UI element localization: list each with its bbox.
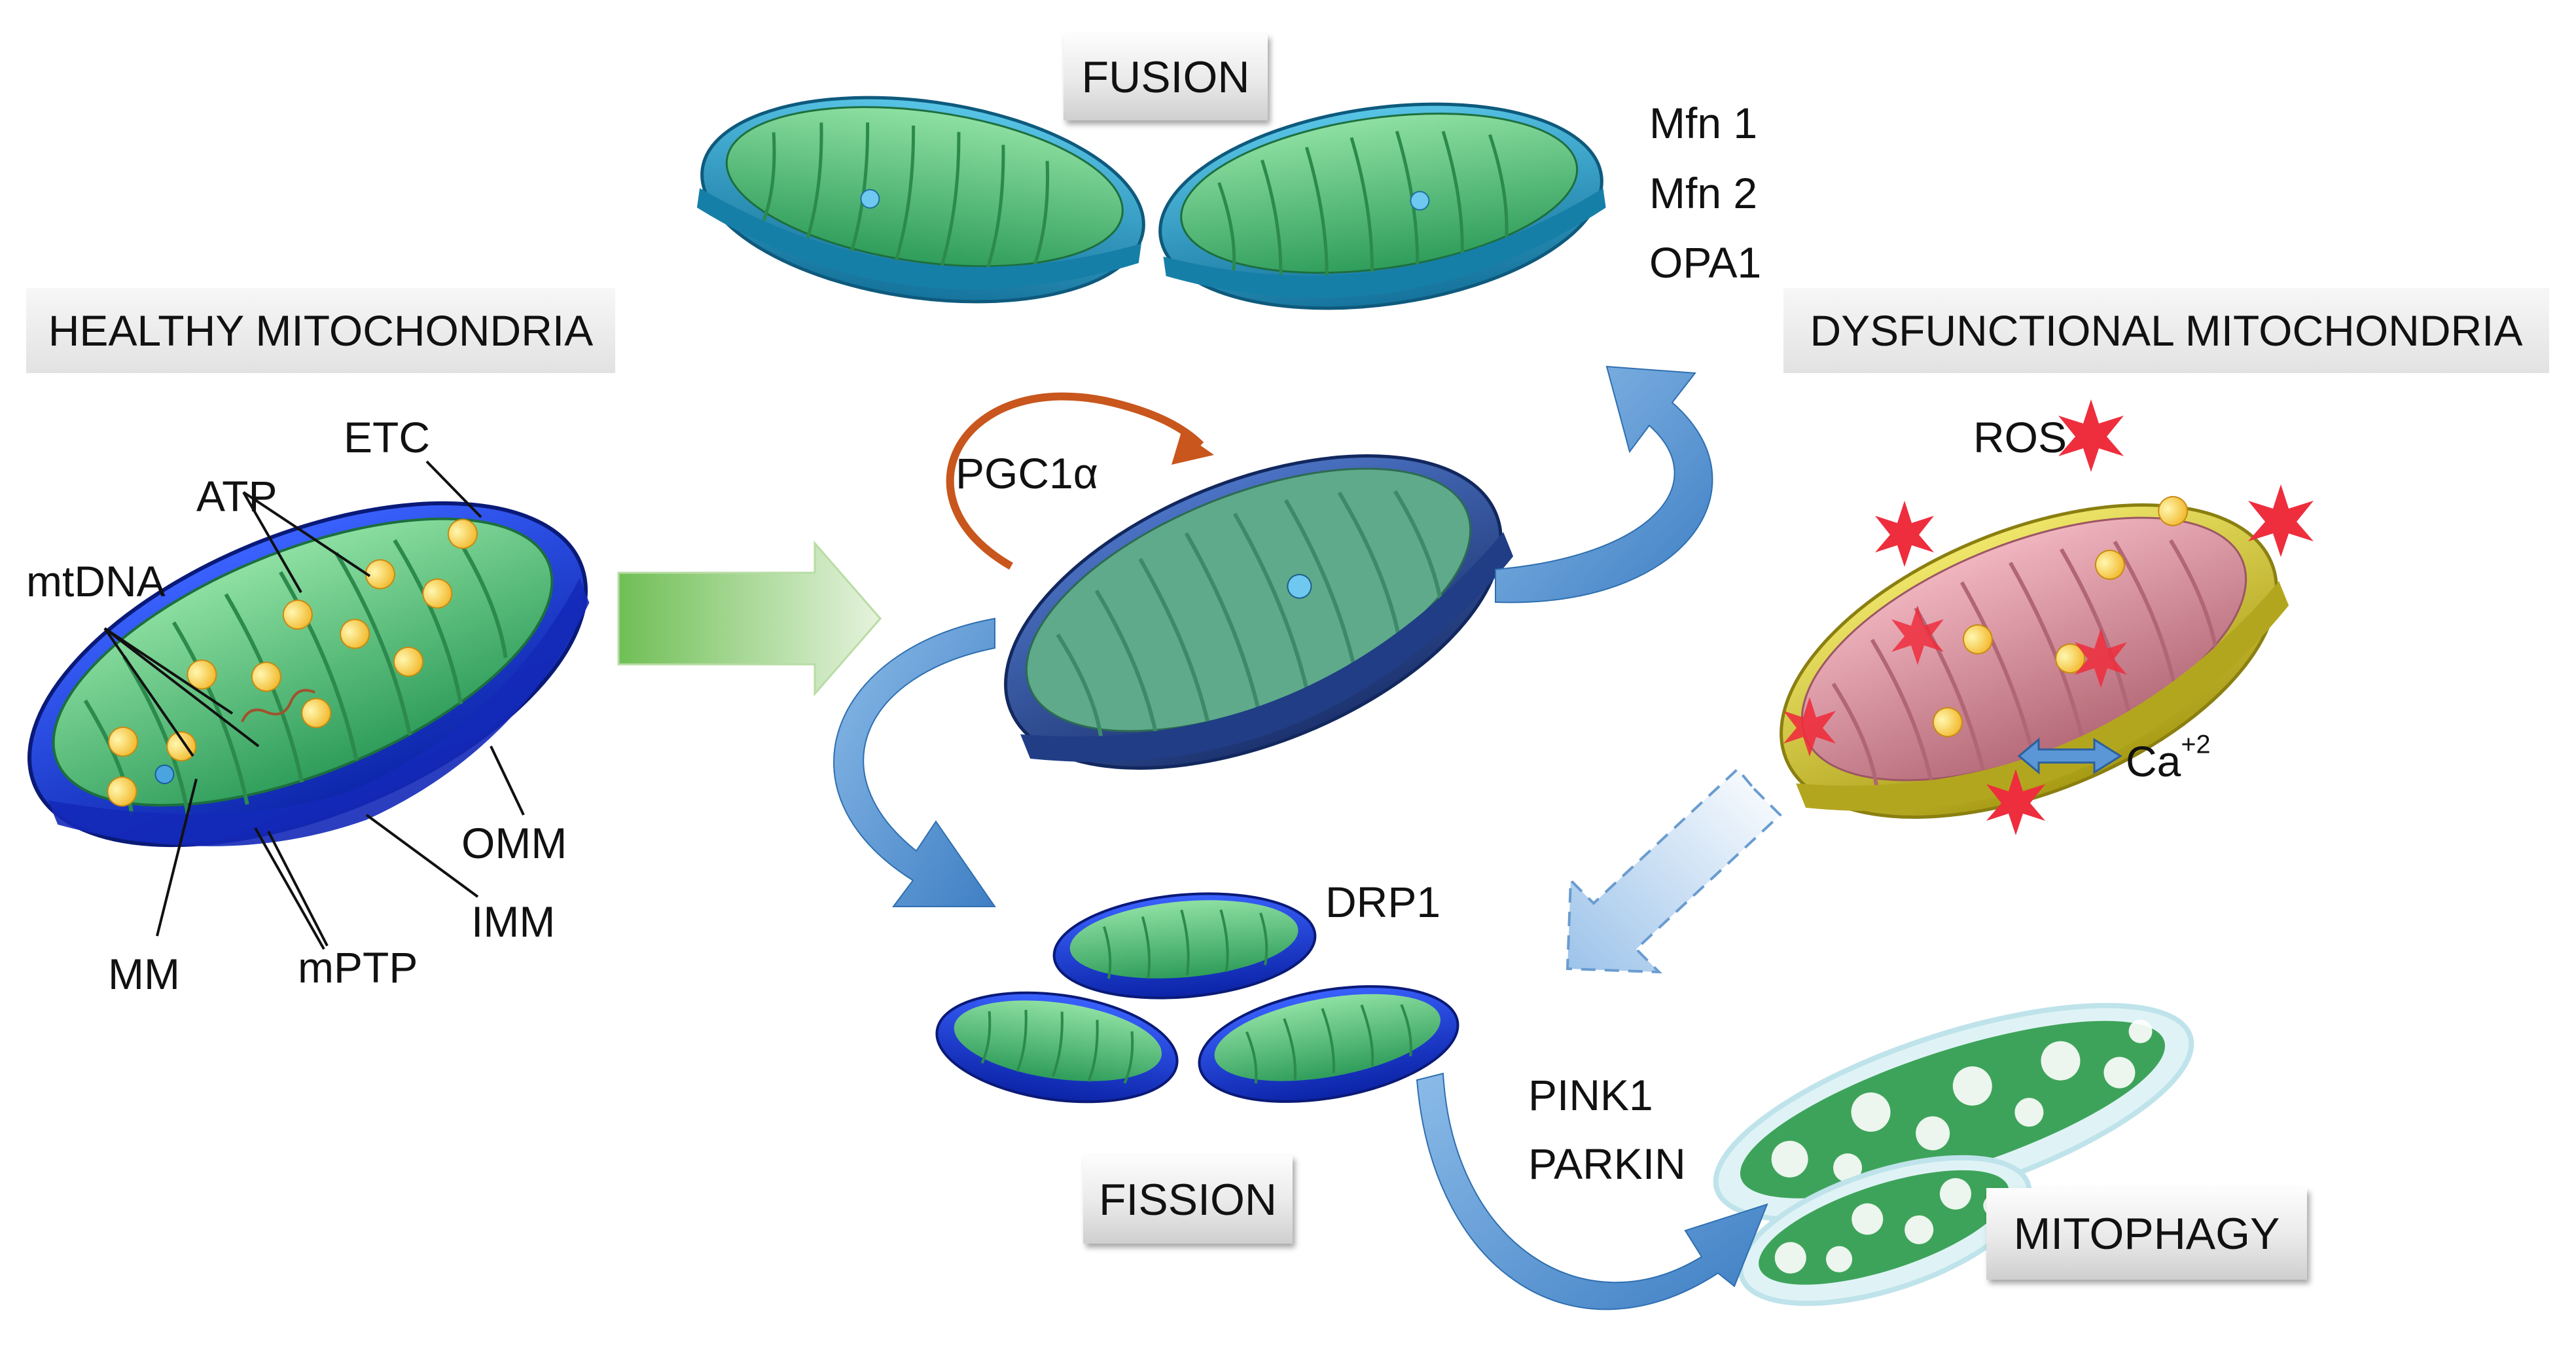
calcium-label: Ca+2 (2126, 732, 2211, 785)
mitophagy-arrow (1416, 1072, 1768, 1310)
omm-label: OMM (461, 819, 567, 867)
ros-star (1891, 605, 1944, 665)
fission-mitochondrion-top (1052, 892, 1317, 1000)
annotation-lines (103, 460, 525, 950)
calcium-double-arrow (2017, 737, 2122, 775)
fusion-mitochondrion-right (1158, 102, 1606, 310)
pgc1a-arrow (946, 392, 1204, 570)
calcium-symbol: Ca (2126, 737, 2181, 785)
mitophagy-box: MITOPHAGY (1986, 1188, 2307, 1280)
ros-label: ROS (1973, 413, 2067, 461)
healthy-title-box: HEALTHY MITOCHONDRIA (26, 288, 615, 373)
fission-arrow (833, 617, 996, 907)
imm-label: IMM (471, 897, 556, 946)
mtdna-label: mtDNA (26, 557, 166, 605)
mptp-label: mPTP (298, 943, 418, 992)
fusion-arrow (1495, 365, 1713, 603)
mm-label: MM (108, 950, 180, 998)
etc-label: ETC (344, 413, 430, 461)
pgc1a-arrowhead (1172, 432, 1214, 465)
parkin-label: PARKIN (1528, 1140, 1686, 1188)
ros-star (2248, 484, 2314, 557)
ros-particles (1783, 399, 2314, 835)
pink1-label: PINK1 (1528, 1071, 1653, 1119)
atp-label: ATP (196, 472, 277, 520)
green-arrow (617, 540, 882, 697)
dysfunction-dashed-arrow (1565, 767, 1782, 974)
ros-star (2058, 399, 2124, 472)
mfn1-label: Mfn 1 (1649, 99, 1758, 147)
mfn2-label: Mfn 2 (1649, 169, 1758, 217)
dysfunctional-title-box: DYSFUNCTIONAL MITOCHONDRIA (1783, 288, 2549, 373)
ros-star (1986, 769, 2045, 835)
mitophagy-label: MITOPHAGY (2013, 1209, 2280, 1259)
drp1-label: DRP1 (1325, 878, 1441, 926)
calcium-charge: +2 (2181, 730, 2211, 759)
healthy-title: HEALTHY MITOCHONDRIA (48, 306, 594, 355)
mitophagy-mitochondria (1713, 1003, 2194, 1306)
ros-star (1875, 501, 1934, 567)
pgc1a-label: PGC1α (956, 449, 1098, 497)
ros-star (2075, 628, 2127, 688)
dysfunctional-title: DYSFUNCTIONAL MITOCHONDRIA (1810, 306, 2523, 355)
fission-label: FISSION (1098, 1174, 1278, 1225)
opa1-label: OPA1 (1649, 238, 1762, 287)
fission-mitochondrion-left (935, 991, 1179, 1104)
fusion-box: FUSION (1064, 34, 1268, 120)
fusion-mitochondrion-left (696, 96, 1145, 304)
ros-star (1783, 697, 1836, 757)
fission-box: FISSION (1083, 1155, 1293, 1244)
dysfunctional-mitochondrion (1780, 495, 2289, 819)
central-mitochondrion (1004, 454, 1514, 770)
fission-mitochondrion-right (1198, 985, 1459, 1103)
fusion-label: FUSION (1081, 52, 1250, 102)
